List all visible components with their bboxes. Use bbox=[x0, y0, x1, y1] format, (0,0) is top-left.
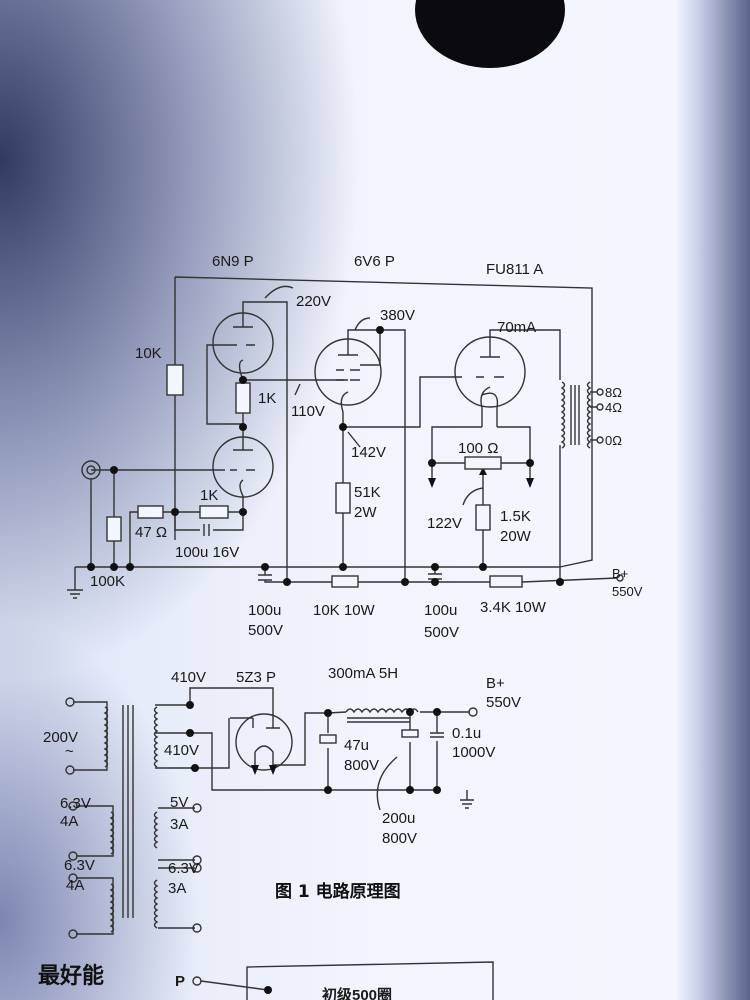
label-100ohm: 100 Ω bbox=[458, 440, 498, 457]
label-6n9p: 6N9 P bbox=[212, 253, 254, 270]
label-1-5k: 1.5K bbox=[500, 508, 531, 525]
label-choke: 300mA 5H bbox=[328, 665, 398, 682]
primary-turns-label: 初级500圈 bbox=[322, 986, 392, 1000]
label-4ohm: 4Ω bbox=[605, 400, 622, 415]
output-transformer bbox=[560, 381, 604, 449]
output-terminal-8ohm[interactable] bbox=[596, 388, 604, 396]
next-section: 最好能 P 初级500圈 bbox=[38, 961, 494, 1000]
label-c1-500v: 500V bbox=[248, 622, 283, 639]
section-heading: 最好能 bbox=[38, 963, 104, 989]
label-100k: 100K bbox=[90, 573, 125, 590]
label-1000v: 1000V bbox=[452, 744, 495, 761]
label-winding4-6-3v: 6.3V bbox=[168, 860, 199, 877]
voltage-122v: 122V bbox=[427, 515, 462, 532]
potentiometer-100ohm bbox=[464, 456, 502, 470]
label-1k-top: 1K bbox=[258, 390, 276, 407]
bplus-terminal[interactable] bbox=[616, 574, 624, 582]
amplifier-circuit: 6N9 P 6V6 P FU811 A 220V 380V 70mA 10K 1… bbox=[67, 253, 643, 641]
label-10k: 10K bbox=[135, 345, 162, 362]
resistor-1k-bottom bbox=[199, 505, 229, 519]
label-bplus-550v: 550V bbox=[612, 584, 643, 599]
label-c2-100u: 100u bbox=[424, 602, 457, 619]
label-winding3-3a: 3A bbox=[170, 816, 188, 833]
resistor-1-5k bbox=[475, 504, 491, 531]
label-200u: 200u bbox=[382, 810, 415, 827]
output-terminal-4ohm[interactable] bbox=[596, 403, 604, 411]
label-c1-100u: 100u bbox=[248, 602, 281, 619]
label-0-1u: 0.1u bbox=[452, 725, 481, 742]
label-winding2-4a: 4A bbox=[66, 877, 84, 894]
label-20w: 20W bbox=[500, 528, 532, 545]
label-2w: 2W bbox=[354, 504, 377, 521]
voltage-142v: 142V bbox=[351, 444, 386, 461]
label-supply-550v: 550V bbox=[486, 694, 521, 711]
label-supply-bplus: B+ bbox=[486, 675, 505, 692]
label-c2-500v: 500V bbox=[424, 624, 459, 641]
voltage-220v: 220V bbox=[296, 293, 331, 310]
label-200u-800v: 800V bbox=[382, 830, 417, 847]
label-100u-16v: 100u 16V bbox=[175, 544, 239, 561]
voltage-410v-top: 410V bbox=[171, 669, 206, 686]
label-3-4k-10w: 3.4K 10W bbox=[480, 599, 547, 616]
resistor-47ohm bbox=[137, 505, 164, 519]
resistor-1k-top bbox=[235, 382, 251, 414]
supply-bplus-terminal[interactable] bbox=[468, 707, 478, 717]
label-bplus: B+ bbox=[612, 566, 628, 581]
label-6v6p: 6V6 P bbox=[354, 253, 395, 270]
output-terminal-0ohm[interactable] bbox=[596, 436, 604, 444]
figure-caption: 图 1 电路原理图 bbox=[275, 881, 401, 902]
current-70ma: 70mA bbox=[497, 319, 536, 336]
resistor-10k-10w bbox=[331, 575, 359, 588]
resistor-100k bbox=[106, 516, 122, 542]
label-winding4-3a: 3A bbox=[168, 880, 186, 897]
label-winding3-5v: 5V bbox=[170, 794, 188, 811]
choke-300ma-5h bbox=[345, 708, 419, 723]
resistor-10k bbox=[166, 364, 184, 396]
label-200v: 200V bbox=[43, 729, 78, 746]
voltage-380v: 380V bbox=[380, 307, 415, 324]
resistor-3-4k-10w bbox=[489, 575, 523, 588]
label-winding2-6-3v: 6.3V bbox=[64, 857, 95, 874]
tube-5z3p bbox=[235, 713, 293, 771]
ground-icon bbox=[67, 589, 83, 599]
label-5z3p: 5Z3 P bbox=[236, 669, 276, 686]
voltage-110v: 110V bbox=[291, 403, 325, 420]
resistor-51k bbox=[335, 482, 351, 514]
label-10k-10w: 10K 10W bbox=[313, 602, 376, 619]
label-47ohm: 47 Ω bbox=[135, 524, 167, 541]
capacitor-47u bbox=[319, 734, 337, 744]
camera-shadow bbox=[415, 0, 565, 68]
capacitor-0-1u bbox=[430, 732, 444, 738]
label-51k: 51K bbox=[354, 484, 381, 501]
label-0ohm: 0Ω bbox=[605, 433, 622, 448]
voltage-410v-mid: 410V bbox=[164, 742, 199, 759]
label-fu811a: FU811 A bbox=[486, 261, 543, 278]
label-8ohm: 8Ω bbox=[605, 385, 622, 400]
ac-symbol: ~ bbox=[65, 743, 74, 760]
label-winding1-4a: 4A bbox=[60, 813, 78, 830]
label-1k-bottom: 1K bbox=[200, 487, 218, 504]
label-47u: 47u bbox=[344, 737, 369, 754]
terminal-p-label: P bbox=[175, 973, 185, 990]
label-winding1-6-3v: 6.3V bbox=[60, 795, 91, 812]
capacitor-200u bbox=[401, 729, 419, 738]
power-supply-circuit: 410V 5Z3 P 300mA 5H B+ 550V 200V ~ 410V … bbox=[43, 665, 521, 939]
label-47u-800v: 800V bbox=[344, 757, 379, 774]
